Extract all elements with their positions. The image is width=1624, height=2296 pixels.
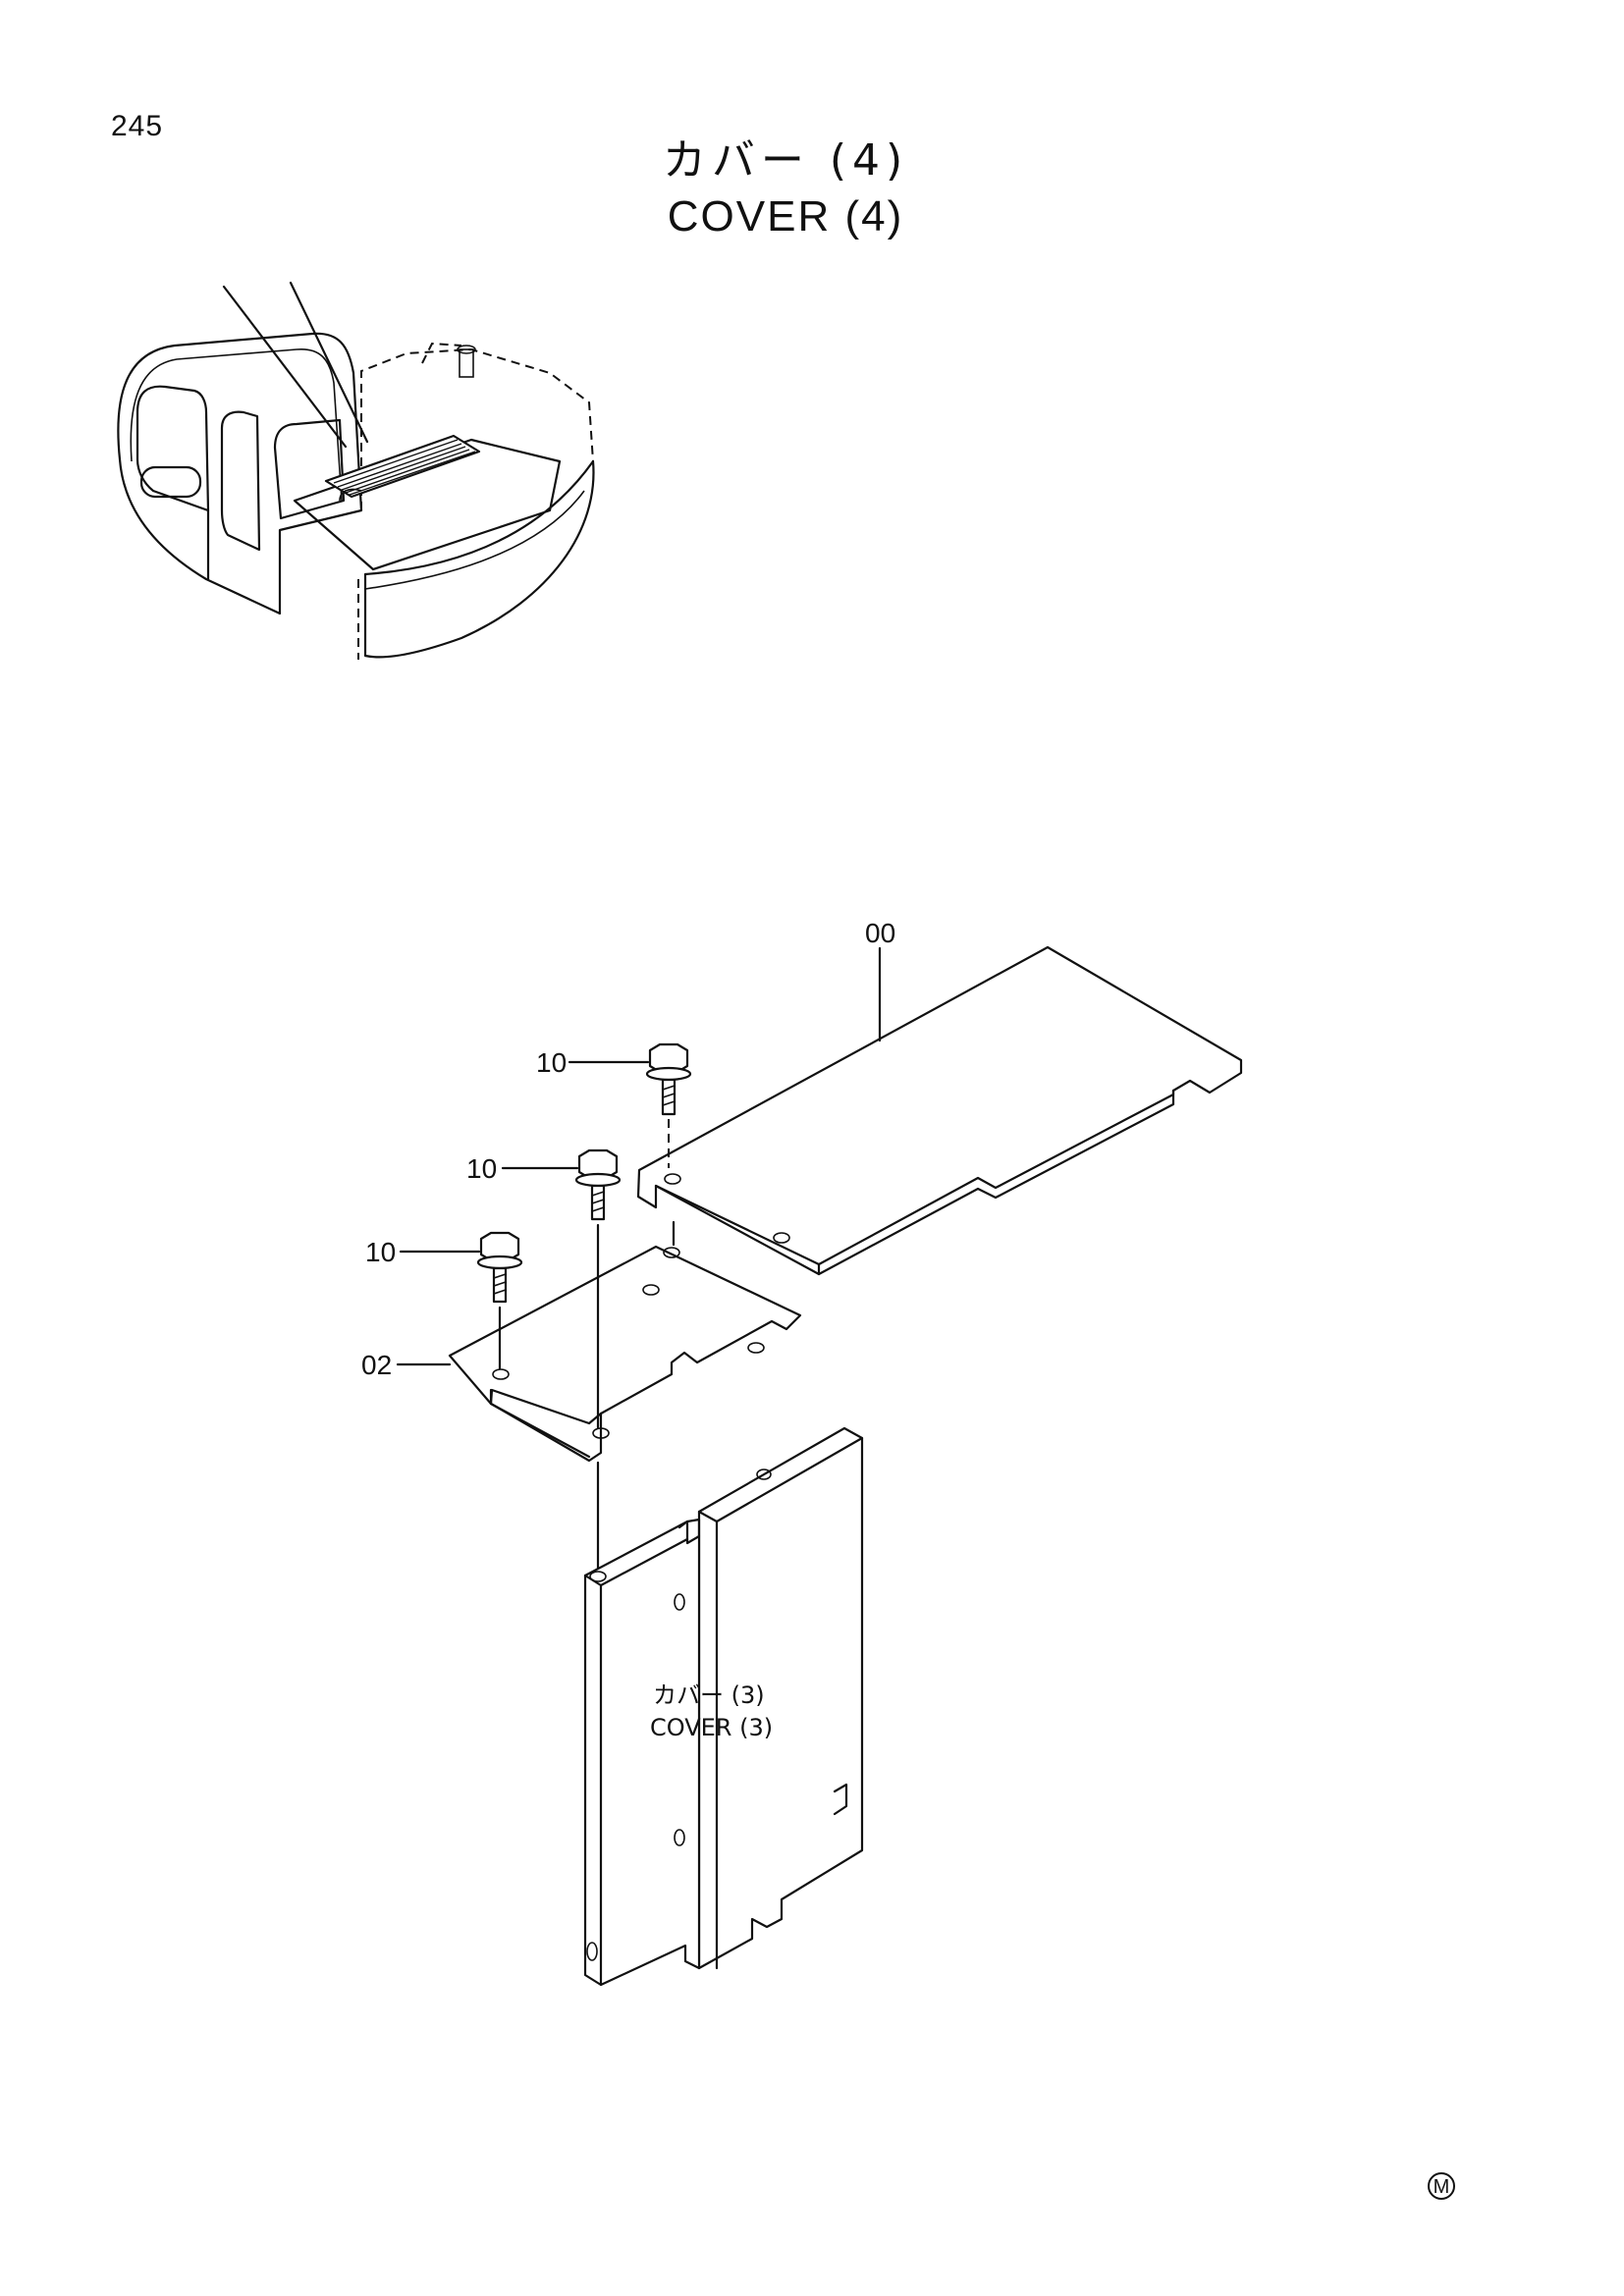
cab-side-window bbox=[220, 410, 261, 552]
callout-00: 00 bbox=[865, 918, 895, 948]
muffler-stack bbox=[459, 348, 474, 378]
callout-10-c: 10 bbox=[365, 1237, 396, 1267]
cover-02-flange-edge bbox=[489, 1402, 591, 1459]
railing bbox=[421, 342, 462, 364]
cover-02-hole-5 bbox=[592, 1427, 610, 1439]
cab-handle bbox=[139, 465, 202, 499]
cover-3-hole-1 bbox=[674, 1593, 685, 1611]
cover-02-hole-4 bbox=[492, 1368, 510, 1380]
cover-00-hole-2 bbox=[773, 1232, 790, 1244]
cab-door-window bbox=[135, 385, 210, 512]
inner-label-jp: カバー (3) bbox=[653, 1682, 765, 1709]
pointer-line-left bbox=[222, 285, 348, 449]
page-number: 245 bbox=[111, 110, 164, 142]
bolt-10-a bbox=[645, 1042, 692, 1168]
cover-02-flange bbox=[489, 1388, 603, 1463]
cover-3-hole-top-left bbox=[589, 1571, 607, 1582]
bolt-10-b bbox=[574, 1148, 622, 1430]
circled-m-mark: M bbox=[1428, 2172, 1455, 2200]
cover-02-hole-2 bbox=[642, 1284, 660, 1296]
cab-rear-window bbox=[273, 418, 346, 520]
title-english: COVER (4) bbox=[667, 192, 904, 240]
callout-02: 02 bbox=[361, 1350, 392, 1380]
cover-00-bottom-edge bbox=[654, 1089, 1175, 1266]
cover-3-hole-3 bbox=[586, 1942, 598, 1961]
hood-top-dashed bbox=[360, 347, 594, 510]
cab-inner-edge bbox=[130, 348, 343, 502]
cover-3-hole-top bbox=[756, 1468, 772, 1480]
cover-3-hole-2 bbox=[674, 1829, 685, 1846]
cover-02-hole-1 bbox=[663, 1247, 680, 1258]
cover-3-right-notch bbox=[833, 1783, 848, 1816]
counterweight bbox=[363, 459, 595, 659]
cover-02-hole-3 bbox=[747, 1342, 765, 1354]
bolt-10-c bbox=[476, 1231, 523, 1370]
hood-latch bbox=[339, 488, 362, 502]
cover-00-hole-1 bbox=[664, 1173, 681, 1185]
cover-3-right-panel bbox=[697, 1426, 864, 1970]
cab-outline bbox=[117, 332, 363, 615]
callout-10-b: 10 bbox=[466, 1153, 497, 1184]
part-00-cover-plate bbox=[636, 945, 1243, 1276]
part-02-cover-plate bbox=[448, 1245, 802, 1463]
cover-02-outline bbox=[448, 1245, 802, 1425]
title-block: カバー (4) COVER (4) bbox=[0, 133, 1571, 245]
pointer-line-right bbox=[289, 281, 369, 444]
cover-3-left-panel bbox=[583, 1520, 701, 1987]
cover-00-outline bbox=[636, 945, 1243, 1276]
callout-10-a: 10 bbox=[536, 1047, 567, 1078]
title-japanese: カバー (4) bbox=[662, 135, 909, 186]
excavator-overview bbox=[117, 281, 595, 660]
mark-symbol: M bbox=[1434, 2176, 1450, 2198]
cover-3-slot bbox=[677, 1518, 701, 1538]
counterweight-band bbox=[364, 490, 585, 590]
cover-hatching bbox=[331, 439, 476, 496]
inner-label-en: COVER (3) bbox=[650, 1714, 773, 1741]
muffler-cap bbox=[457, 345, 476, 354]
cover-3-assembly bbox=[583, 1426, 864, 1987]
